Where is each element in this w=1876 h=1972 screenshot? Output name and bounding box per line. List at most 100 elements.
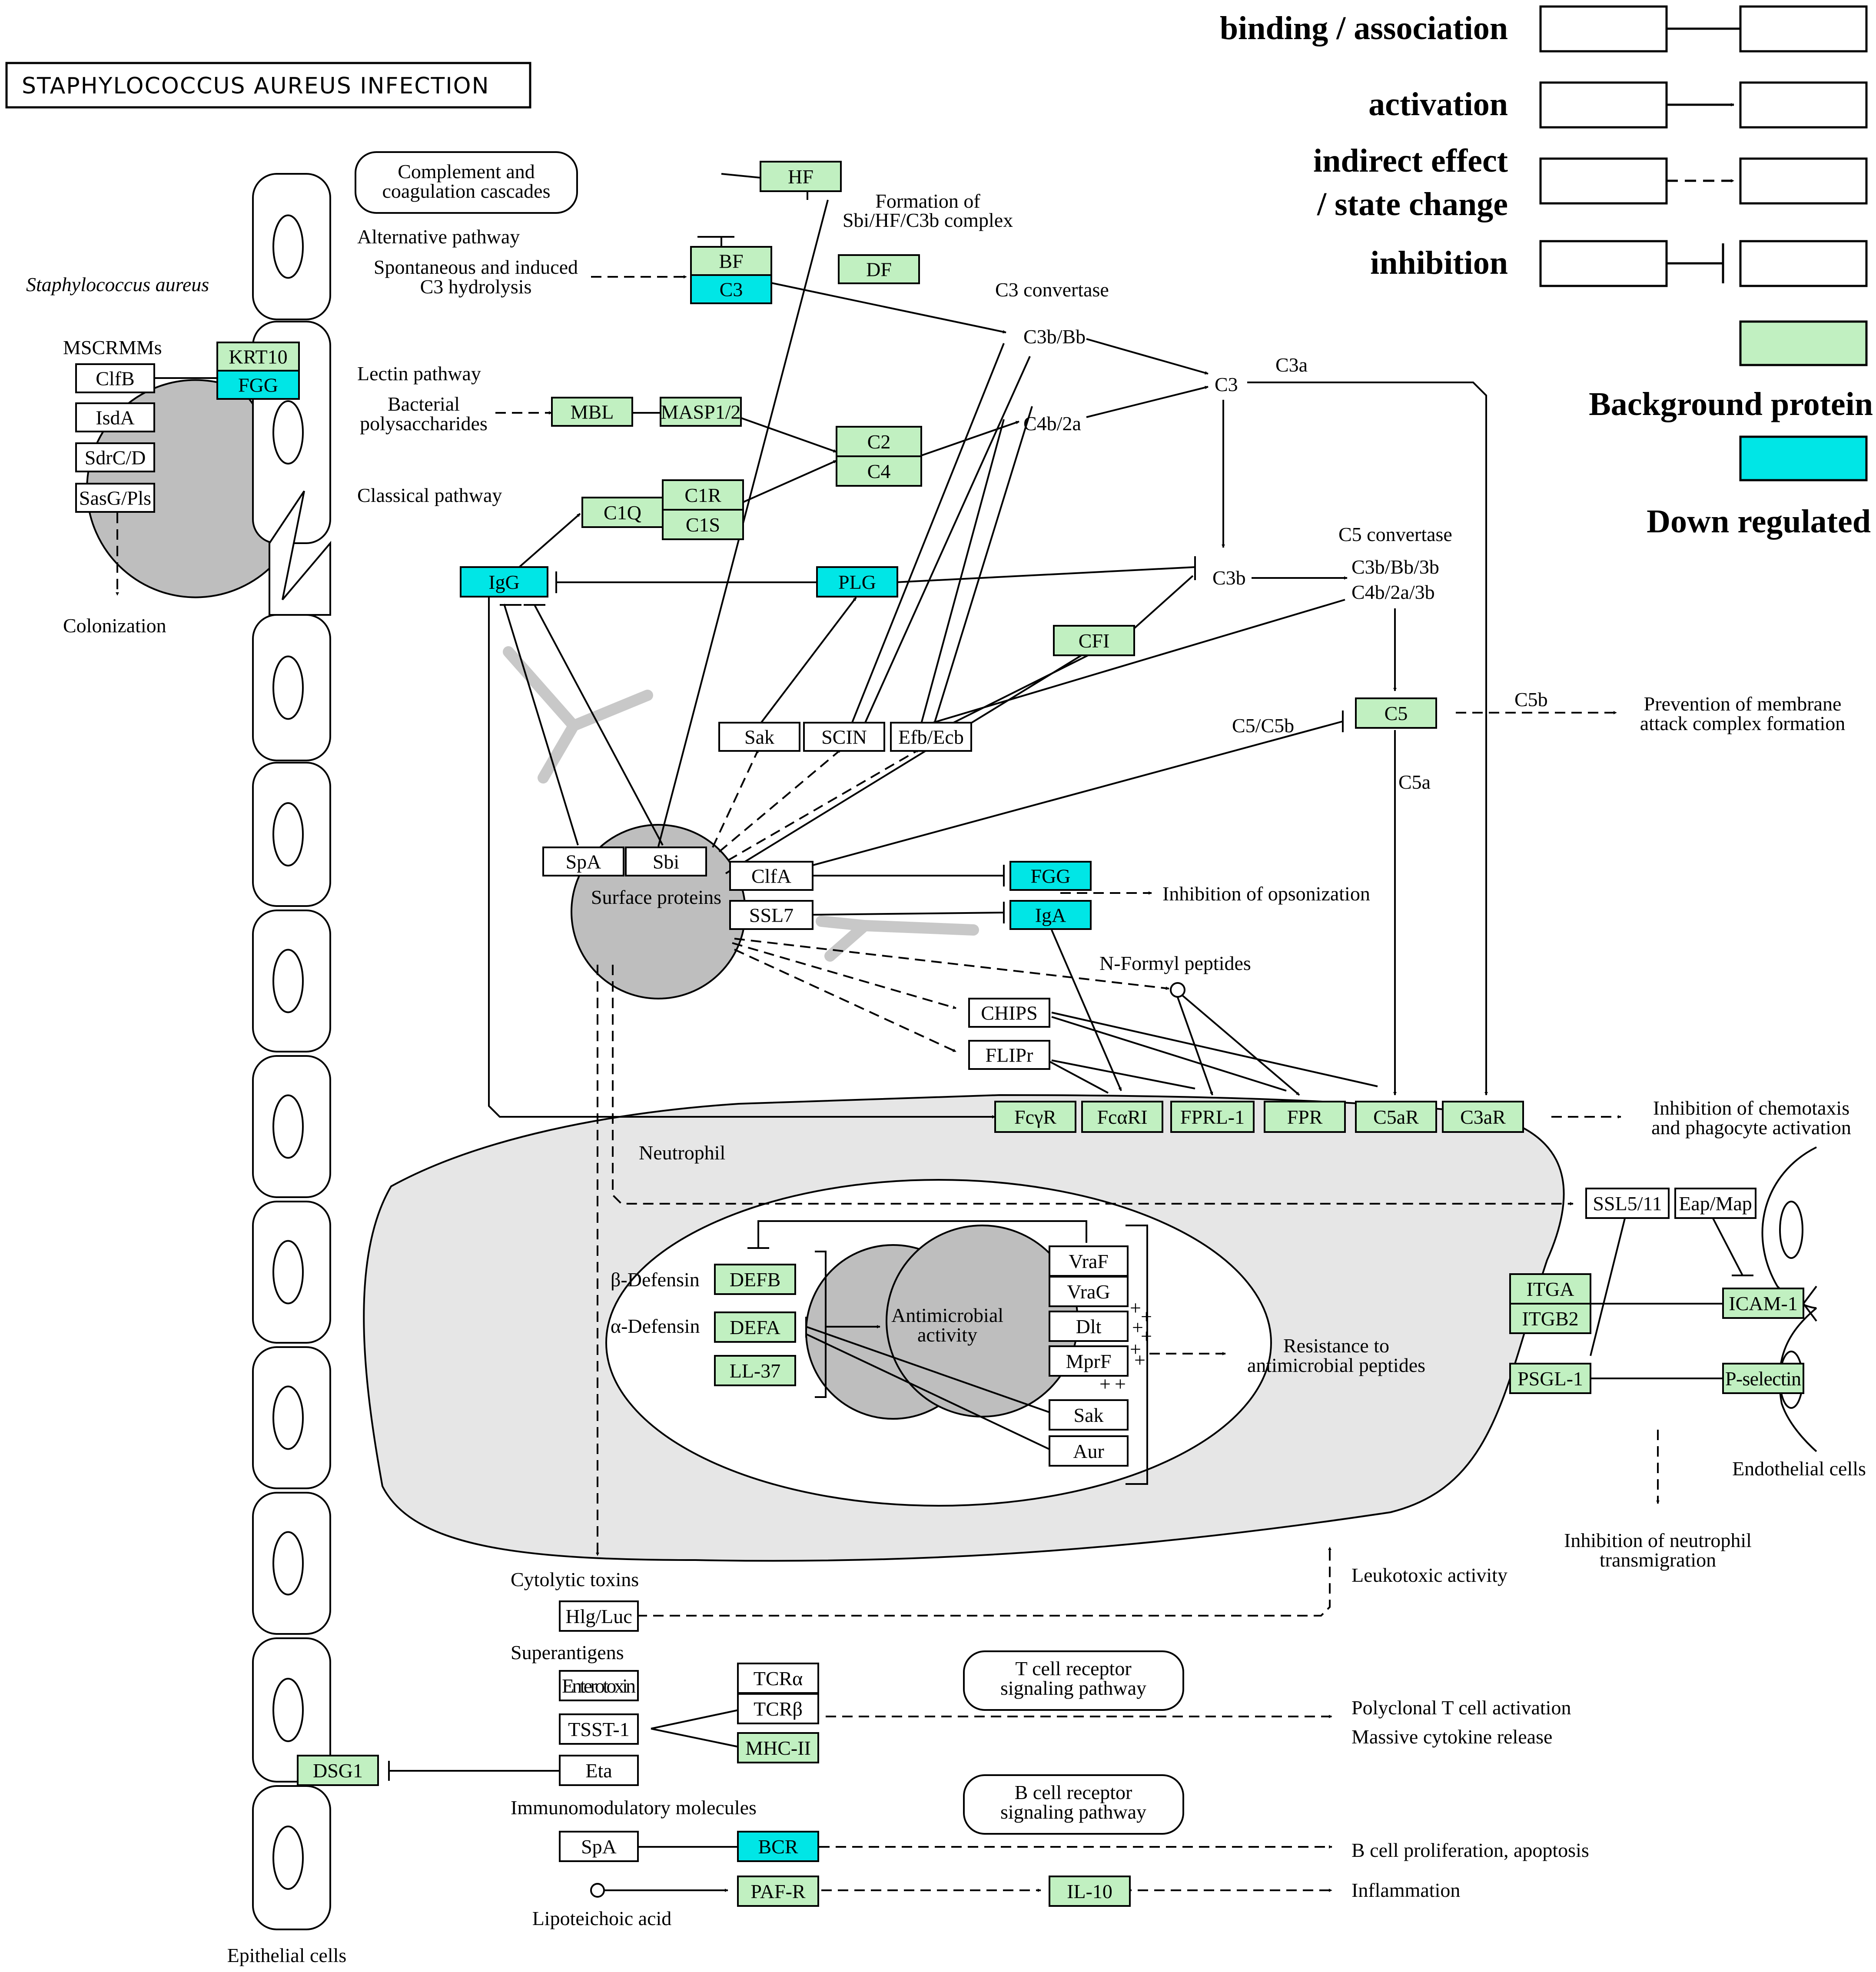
gene-node-box[interactable] (1674, 1188, 1756, 1219)
gene-node-box[interactable] (737, 1693, 819, 1724)
gene-node-plg[interactable]: PLG (816, 566, 898, 598)
gene-node-sdrcd[interactable]: SdrC/D (75, 442, 155, 472)
gene-node-box[interactable] (75, 363, 155, 393)
gene-node-box[interactable] (559, 1755, 639, 1786)
gene-node-box[interactable] (838, 254, 920, 284)
gene-node-sak2[interactable]: Sak (1049, 1399, 1129, 1431)
gene-node-bf[interactable]: BF (690, 246, 772, 276)
gene-node-clfb[interactable]: ClfB (75, 363, 155, 393)
gene-node-box[interactable] (690, 274, 772, 304)
gene-node-c4[interactable]: C4 (836, 455, 922, 487)
gene-node-box[interactable] (816, 566, 898, 598)
gene-node-box[interactable] (460, 566, 548, 598)
gene-node-box[interactable] (75, 402, 155, 432)
gene-node-box[interactable] (662, 479, 744, 511)
gene-node-iga[interactable]: IgA (1009, 900, 1092, 930)
gene-node-box[interactable] (718, 722, 800, 752)
gene-node-box[interactable] (890, 722, 972, 752)
gene-node-il10[interactable]: IL-10 (1049, 1876, 1131, 1907)
gene-node-box[interactable] (1509, 1273, 1591, 1305)
gene-node-vrag[interactable]: VraG (1049, 1276, 1129, 1307)
gene-node-c1q[interactable]: C1Q (581, 497, 664, 528)
gene-node-box[interactable] (1442, 1101, 1524, 1133)
gene-node-mprf[interactable]: MprF (1049, 1345, 1129, 1377)
gene-node-c1s[interactable]: C1S (662, 509, 744, 540)
gene-node-hf[interactable]: HF (760, 161, 842, 192)
gene-node-ssl7[interactable]: SSL7 (729, 900, 813, 930)
gene-node-enterotoxin[interactable]: Enterotoxin (559, 1670, 639, 1701)
gene-node-pselectin[interactable]: P-selectin (1722, 1363, 1804, 1394)
gene-node-pafr[interactable]: PAF-R (737, 1876, 819, 1907)
gene-node-box[interactable] (729, 900, 813, 930)
gene-node-box[interactable] (714, 1264, 796, 1295)
gene-node-spa[interactable]: SpA (542, 847, 624, 876)
gene-node-box[interactable] (737, 1876, 819, 1907)
gene-node-vraf[interactable]: VraF (1049, 1245, 1129, 1277)
gene-node-hlgluc[interactable]: Hlg/Luc (559, 1600, 639, 1632)
gene-node-box[interactable] (737, 1732, 819, 1763)
gene-node-defa[interactable]: DEFA (714, 1311, 796, 1343)
gene-node-c5ar[interactable]: C5aR (1355, 1101, 1437, 1133)
gene-node-bcr[interactable]: BCR (737, 1831, 819, 1862)
gene-node-box[interactable] (297, 1755, 379, 1786)
gene-node-box[interactable] (1049, 1435, 1129, 1467)
gene-node-c5[interactable]: C5 (1355, 697, 1437, 729)
gene-node-box[interactable] (1509, 1303, 1591, 1334)
gene-node-sak[interactable]: Sak (718, 722, 800, 752)
gene-node-box[interactable] (559, 1713, 639, 1745)
gene-node-igg[interactable]: IgG (460, 566, 548, 598)
gene-node-box[interactable] (1049, 1345, 1129, 1377)
gene-node-ll37[interactable]: LL-37 (714, 1355, 796, 1386)
gene-node-icam1[interactable]: ICAM-1 (1722, 1288, 1804, 1319)
gene-node-box[interactable] (1355, 1101, 1437, 1133)
gene-node-box[interactable] (836, 455, 922, 487)
gene-node-box[interactable] (75, 483, 155, 513)
gene-node-fpr[interactable]: FPR (1264, 1101, 1346, 1133)
gene-node-fgg_top[interactable]: FGG (216, 370, 300, 400)
gene-node-box[interactable] (714, 1355, 796, 1386)
gene-node-eta[interactable]: Eta (559, 1755, 639, 1786)
gene-node-flipr[interactable]: FLIPr (968, 1040, 1050, 1070)
gene-node-box[interactable] (760, 161, 842, 192)
gene-node-fcari[interactable]: FcαRI (1081, 1101, 1163, 1133)
gene-node-box[interactable] (1722, 1288, 1804, 1319)
gene-node-box[interactable] (551, 397, 633, 427)
gene-node-fcyr[interactable]: FcγR (994, 1101, 1076, 1133)
gene-node-box[interactable] (559, 1600, 639, 1632)
gene-node-sbi[interactable]: Sbi (625, 847, 707, 876)
gene-node-box[interactable] (1081, 1101, 1163, 1133)
complement-pathway-box[interactable] (355, 151, 578, 214)
gene-node-sasg[interactable]: SasG/Pls (75, 483, 155, 513)
gene-node-krt10[interactable]: KRT10 (216, 342, 300, 372)
gene-node-efb[interactable]: Efb/Ecb (890, 722, 972, 752)
gene-node-tsst1[interactable]: TSST-1 (559, 1713, 639, 1745)
gene-node-box[interactable] (968, 1040, 1050, 1070)
gene-node-fprl1[interactable]: FPRL-1 (1170, 1101, 1255, 1133)
gene-node-tcra[interactable]: TCRα (737, 1663, 819, 1694)
gene-node-clfa[interactable]: ClfA (729, 861, 813, 891)
gene-node-box[interactable] (803, 722, 885, 752)
gene-node-box[interactable] (1009, 900, 1092, 930)
gene-node-box[interactable] (660, 397, 742, 427)
gene-node-mbl[interactable]: MBL (551, 397, 633, 427)
gene-node-box[interactable] (1049, 1876, 1131, 1907)
gene-node-box[interactable] (1049, 1399, 1129, 1431)
gene-node-box[interactable] (542, 847, 624, 876)
gene-node-scin[interactable]: SCIN (803, 722, 885, 752)
gene-node-box[interactable] (559, 1831, 639, 1862)
gene-node-cfi[interactable]: CFI (1053, 625, 1135, 656)
gene-node-box[interactable] (1722, 1363, 1804, 1394)
gene-node-box[interactable] (1509, 1363, 1591, 1394)
gene-node-box[interactable] (1585, 1188, 1670, 1219)
gene-node-c3a_node[interactable]: C3 (690, 274, 772, 304)
gene-node-box[interactable] (75, 442, 155, 472)
gene-node-box[interactable] (729, 861, 813, 891)
gene-node-box[interactable] (968, 998, 1050, 1028)
gene-node-fgg_mid[interactable]: FGG (1009, 861, 1092, 891)
gene-node-box[interactable] (1049, 1311, 1129, 1342)
gene-node-box[interactable] (714, 1311, 796, 1343)
gene-node-c3ar[interactable]: C3aR (1442, 1101, 1524, 1133)
gene-node-isda[interactable]: IsdA (75, 402, 155, 432)
gene-node-psgl1[interactable]: PSGL-1 (1509, 1363, 1591, 1394)
gene-node-itga[interactable]: ITGA (1509, 1273, 1591, 1305)
